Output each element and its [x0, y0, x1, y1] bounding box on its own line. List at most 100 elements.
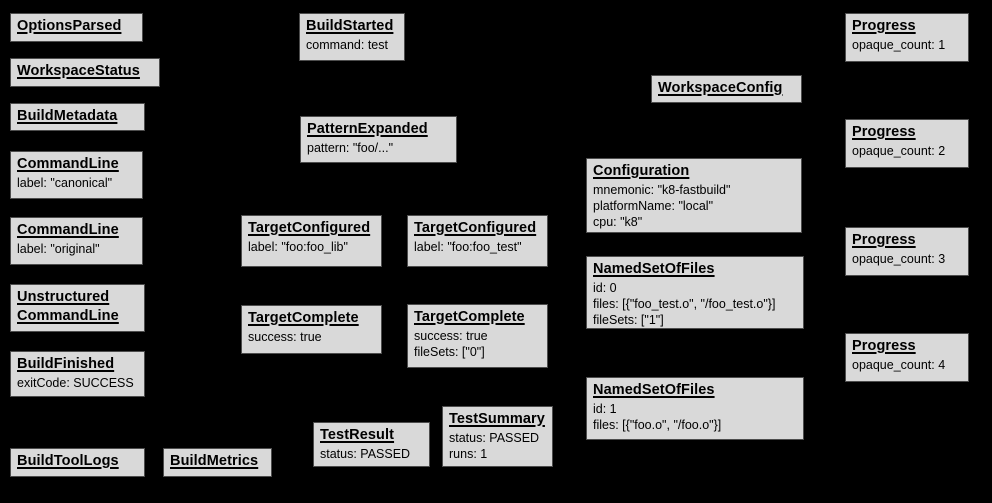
- event-node-title-line: TargetComplete: [414, 309, 525, 325]
- event-node-field: command: test: [306, 38, 388, 52]
- event-node-title: Configuration: [593, 162, 795, 181]
- node-progress-3: Progress opaque_count: 3: [845, 227, 969, 276]
- event-node-field: exitCode: SUCCESS: [17, 376, 134, 390]
- event-node-body: opaque_count: 2: [852, 143, 962, 159]
- event-node-title: NamedSetOfFiles: [593, 260, 797, 279]
- event-node-title: Progress: [852, 17, 962, 36]
- node-pattern-expanded: PatternExpanded pattern: "foo/...": [300, 116, 457, 163]
- event-node-title: NamedSetOfFiles: [593, 381, 797, 400]
- node-workspace-config: WorkspaceConfig: [651, 75, 802, 103]
- node-workspace-status: WorkspaceStatus: [10, 58, 160, 87]
- event-node-body: opaque_count: 4: [852, 357, 962, 373]
- event-node-body: label: "original": [17, 241, 136, 257]
- event-node-title: TargetConfigured: [414, 219, 541, 238]
- event-node-title-line: TestResult: [320, 427, 395, 443]
- node-named-set-of-files-0: NamedSetOfFiles id: 0 files: [{"foo_test.…: [586, 256, 804, 329]
- node-target-complete-foo-test: TargetComplete success: true fileSets: ["…: [407, 304, 548, 368]
- event-node-body: exitCode: SUCCESS: [17, 375, 138, 391]
- event-node-title-line: Progress: [852, 232, 916, 248]
- node-options-parsed: OptionsParsed: [10, 13, 143, 42]
- event-node-title-line: BuildMetrics: [170, 453, 259, 469]
- event-node-title-line: BuildMetadata: [17, 108, 118, 124]
- node-named-set-of-files-1: NamedSetOfFiles id: 1 files: [{"foo.o", "…: [586, 377, 804, 440]
- event-node-title: Progress: [852, 123, 962, 142]
- node-progress-2: Progress opaque_count: 2: [845, 119, 969, 168]
- event-node-title-line: TargetConfigured: [414, 220, 537, 236]
- event-node-field: pattern: "foo/...": [307, 141, 394, 155]
- event-node-title: WorkspaceStatus: [17, 62, 153, 81]
- node-build-metadata: BuildMetadata: [10, 103, 145, 131]
- event-node-title: CommandLine: [17, 221, 136, 240]
- node-build-metrics: BuildMetrics: [163, 448, 272, 477]
- event-node-title-line: NamedSetOfFiles: [593, 382, 715, 398]
- event-node-title-line: BuildToolLogs: [17, 453, 119, 469]
- event-node-title-line: Unstructured: [17, 289, 110, 305]
- event-node-field: label: "canonical": [17, 176, 113, 190]
- event-node-field: success: true: [414, 329, 488, 343]
- event-node-field: id: 1: [593, 402, 617, 416]
- event-node-title-line: TargetConfigured: [248, 220, 371, 236]
- event-node-field: label: "foo:foo_lib": [248, 240, 348, 254]
- event-node-title-line: PatternExpanded: [307, 121, 428, 137]
- event-node-field: success: true: [248, 330, 322, 344]
- node-build-tool-logs: BuildToolLogs: [10, 448, 145, 477]
- event-node-field: opaque_count: 1: [852, 38, 946, 52]
- node-target-configured-foo-lib: TargetConfigured label: "foo:foo_lib": [241, 215, 382, 267]
- event-node-title-line: Configuration: [593, 163, 690, 179]
- event-node-title-line: WorkspaceStatus: [17, 63, 140, 79]
- event-node-title: BuildFinished: [17, 355, 138, 374]
- event-node-field: label: "original": [17, 242, 100, 256]
- event-node-title-line: CommandLine: [17, 156, 119, 172]
- event-node-title-line: TestSummary: [449, 411, 545, 427]
- event-node-field: opaque_count: 2: [852, 144, 946, 158]
- event-node-title-line: Progress: [852, 124, 916, 140]
- node-progress-4: Progress opaque_count: 4: [845, 333, 969, 382]
- event-node-field: files: [{"foo.o", "/foo.o"}]: [593, 418, 722, 432]
- event-node-title: BuildStarted: [306, 17, 398, 36]
- node-build-started: BuildStarted command: test: [299, 13, 405, 61]
- event-node-field: status: PASSED: [320, 447, 411, 461]
- event-node-body: opaque_count: 1: [852, 37, 962, 53]
- event-node-body: opaque_count: 3: [852, 251, 962, 267]
- node-progress-1: Progress opaque_count: 1: [845, 13, 969, 62]
- node-target-configured-foo-test: TargetConfigured label: "foo:foo_test": [407, 215, 548, 267]
- node-test-result: TestResult status: PASSED: [313, 422, 430, 467]
- event-node-title-line: BuildFinished: [17, 356, 115, 372]
- event-node-title-line: Progress: [852, 338, 916, 354]
- event-node-field: id: 0: [593, 281, 617, 295]
- event-node-title-line: CommandLine: [17, 222, 119, 238]
- event-node-field: files: [{"foo_test.o", "/foo_test.o"}]: [593, 297, 776, 311]
- event-node-title: TargetConfigured: [248, 219, 375, 238]
- event-node-title: BuildMetadata: [17, 107, 138, 126]
- event-node-title-line: CommandLine: [17, 308, 119, 324]
- node-command-line-original: CommandLine label: "original": [10, 217, 143, 265]
- event-node-field: label: "foo:foo_test": [414, 240, 522, 254]
- event-node-title: TestResult: [320, 426, 423, 445]
- event-node-field: fileSets: ["0"]: [414, 345, 485, 359]
- event-node-field: mnemonic: "k8-fastbuild": [593, 183, 731, 197]
- event-node-title: CommandLine: [17, 155, 136, 174]
- event-node-body: label: "canonical": [17, 175, 136, 191]
- node-configuration: Configuration mnemonic: "k8-fastbuild" pl…: [586, 158, 802, 233]
- event-node-body: mnemonic: "k8-fastbuild" platformName: "l…: [593, 182, 795, 230]
- event-node-body: pattern: "foo/...": [307, 140, 450, 156]
- event-node-title: Progress: [852, 337, 962, 356]
- event-node-field: opaque_count: 4: [852, 358, 946, 372]
- event-node-title: BuildMetrics: [170, 452, 265, 471]
- event-node-body: id: 0 files: [{"foo_test.o", "/foo_test.o…: [593, 280, 797, 328]
- event-node-title: Progress: [852, 231, 962, 250]
- event-node-title: TargetComplete: [414, 308, 541, 327]
- event-node-body: label: "foo:foo_lib": [248, 239, 375, 255]
- event-node-body: command: test: [306, 37, 398, 53]
- event-node-title-line: WorkspaceConfig: [658, 80, 783, 96]
- event-node-title: PatternExpanded: [307, 120, 450, 139]
- event-node-title-line: Progress: [852, 18, 916, 34]
- event-node-body: status: PASSED: [320, 446, 423, 462]
- event-node-body: success: true: [248, 329, 375, 345]
- event-node-field: platformName: "local": [593, 199, 714, 213]
- node-build-finished: BuildFinished exitCode: SUCCESS: [10, 351, 145, 397]
